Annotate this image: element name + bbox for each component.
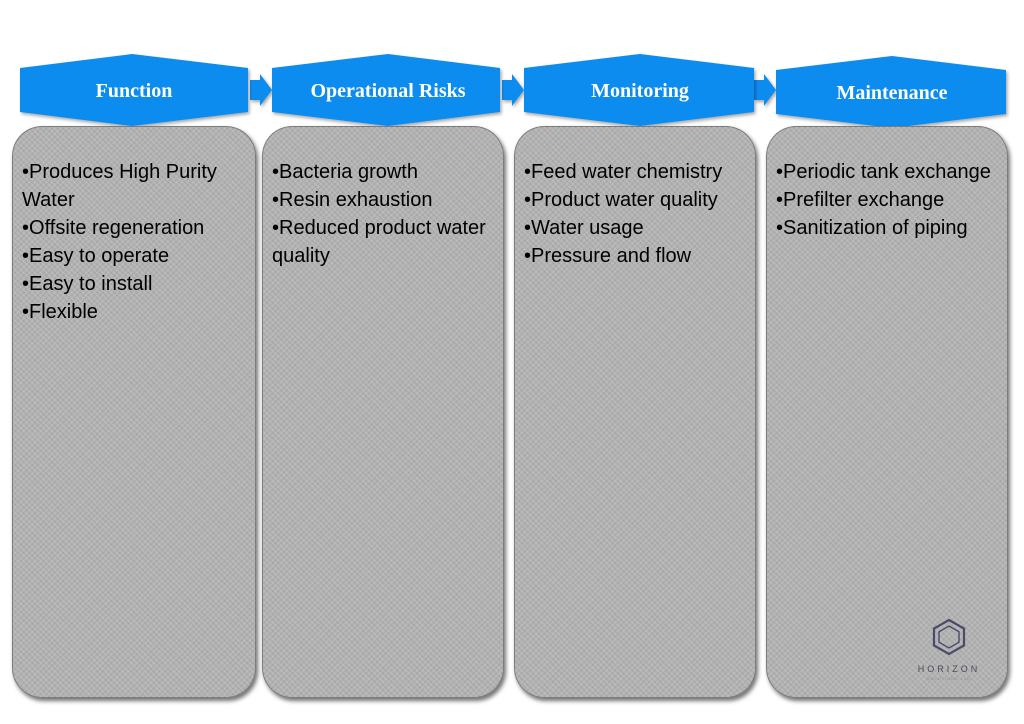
list-item: Easy to operate — [22, 242, 248, 270]
list-item: Produces High Purity Water — [22, 158, 248, 214]
hexagon-icon — [932, 618, 966, 656]
header-maintenance: Maintenance — [776, 56, 1006, 128]
header-function-label: Function — [96, 80, 173, 102]
monitoring-list: Feed water chemistry Product water quali… — [524, 158, 748, 270]
maintenance-list: Periodic tank exchange Prefilter exchang… — [776, 158, 1000, 242]
list-item: Bacteria growth — [272, 158, 496, 186]
list-item: Prefilter exchange — [776, 186, 1000, 214]
header-operational-risks: Operational Risks — [272, 54, 500, 126]
list-item: Product water quality — [524, 186, 748, 214]
list-item: Periodic tank exchange — [776, 158, 1000, 186]
header-maintenance-label: Maintenance — [836, 82, 947, 104]
logo-tagline: SOLUTIONS LLC — [926, 676, 972, 681]
header-function: Function — [20, 54, 248, 126]
list-item: Resin exhaustion — [272, 186, 496, 214]
panel-function: Produces High Purity Water Offsite regen… — [12, 126, 256, 698]
connector-arrow-3 — [754, 74, 776, 106]
list-item: Sanitization of piping — [776, 214, 1000, 242]
list-item: Offsite regeneration — [22, 214, 248, 242]
logo-wordmark: HORIZON — [917, 664, 981, 674]
panel-operational-risks: Bacteria growth Resin exhaustion Reduced… — [262, 126, 504, 698]
panel-monitoring: Feed water chemistry Product water quali… — [514, 126, 756, 698]
list-item: Feed water chemistry — [524, 158, 748, 186]
list-item: Easy to install — [22, 270, 248, 298]
list-item: Pressure and flow — [524, 242, 748, 270]
header-monitoring-label: Monitoring — [591, 80, 689, 102]
list-item: Reduced product water quality — [272, 214, 496, 270]
operational-risks-list: Bacteria growth Resin exhaustion Reduced… — [272, 158, 496, 270]
list-item: Flexible — [22, 298, 248, 326]
connector-arrow-1 — [250, 74, 272, 106]
function-list: Produces High Purity Water Offsite regen… — [22, 158, 248, 326]
list-item: Water usage — [524, 214, 748, 242]
header-operational-risks-label: Operational Risks — [310, 80, 465, 102]
header-monitoring: Monitoring — [524, 54, 754, 126]
panel-maintenance: Periodic tank exchange Prefilter exchang… — [766, 126, 1008, 698]
connector-arrow-2 — [502, 74, 524, 106]
